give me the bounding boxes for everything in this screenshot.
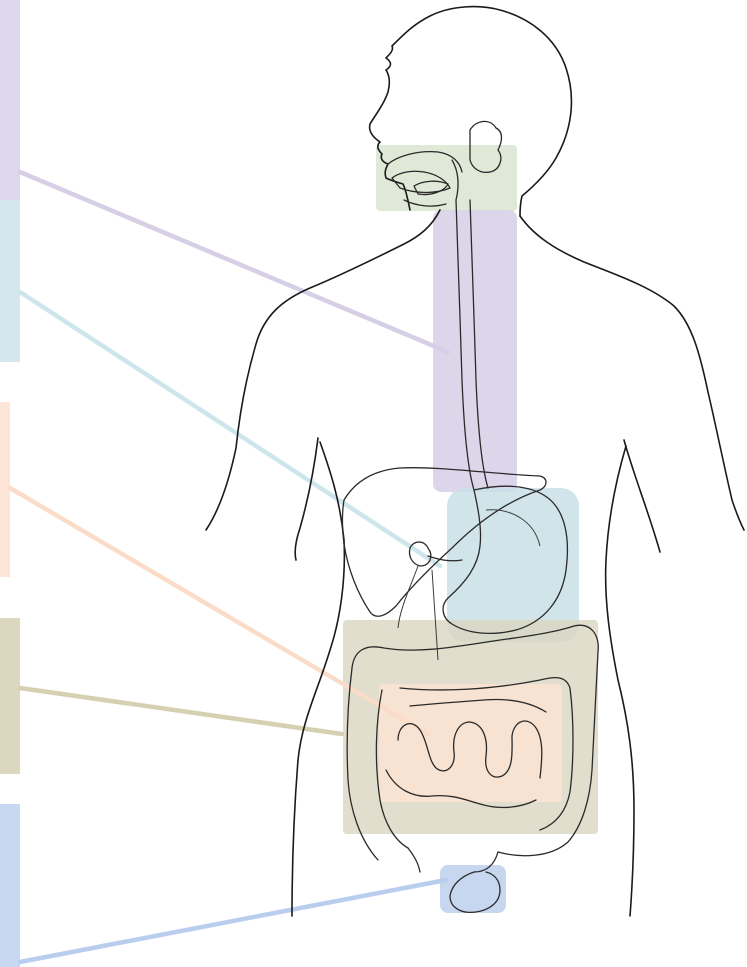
liver-stomach-leader-line: [20, 292, 440, 566]
rectum-label-box: [0, 804, 20, 967]
large-intestine-label-box: [0, 618, 20, 774]
rectum-leader-line: [20, 880, 446, 962]
large-intestine-leader-line: [20, 688, 342, 734]
small-intestine-highlight: [379, 684, 562, 802]
liver-stomach-label-box: [0, 200, 20, 362]
mouth-highlight: [376, 145, 517, 211]
